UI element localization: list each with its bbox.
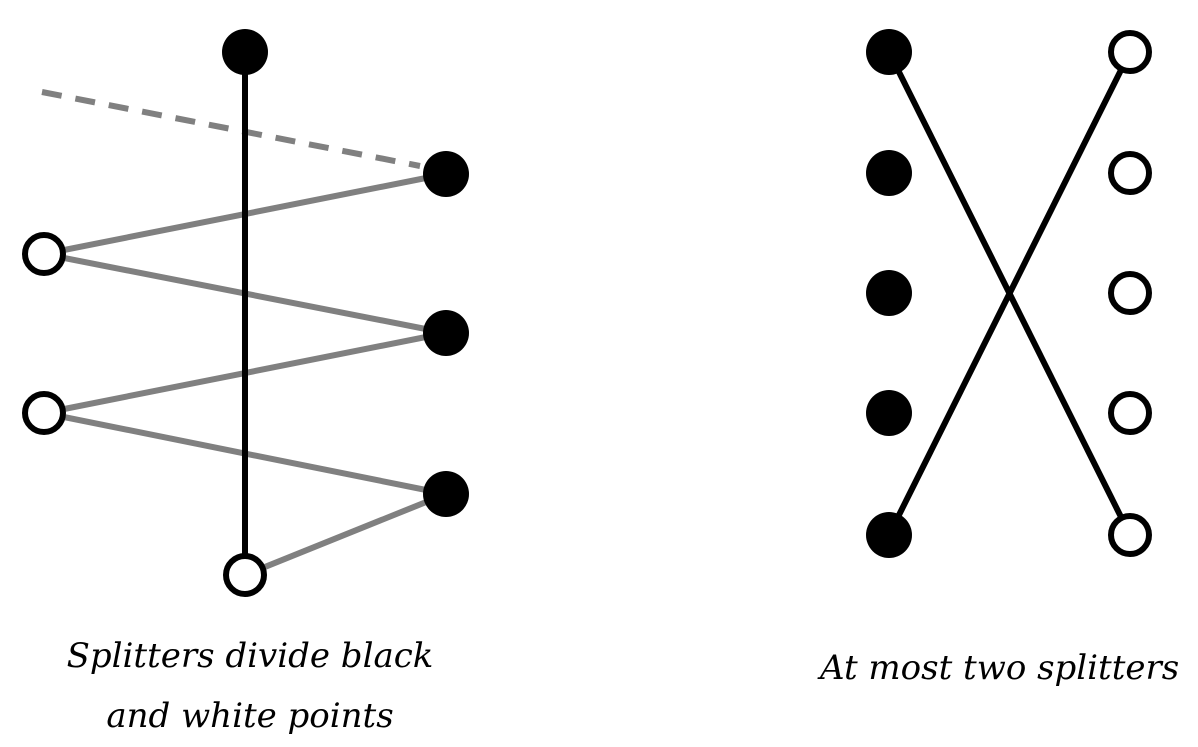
left-diagram — [22, 29, 469, 597]
white-point-left-2 — [22, 391, 66, 435]
white-point-column-3 — [1108, 271, 1152, 315]
black-point-top — [222, 29, 268, 75]
black-point-column-3 — [866, 270, 912, 316]
left-caption-line-2: and white points — [106, 696, 394, 736]
left-caption-line-1: Splitters divide black — [66, 636, 434, 676]
white-point-left-1 — [22, 232, 66, 276]
right-caption-line: At most two splitters — [820, 648, 1180, 688]
dashed-extension-line — [41, 89, 421, 169]
black-point-column-5 — [866, 512, 912, 558]
white-point-bottom — [223, 553, 267, 597]
right-caption: At most two splitters — [820, 638, 1180, 698]
right-diagram — [866, 29, 1152, 558]
black-point-right-3 — [423, 471, 469, 517]
black-point-column-2 — [866, 150, 912, 196]
white-point-column-1 — [1108, 30, 1152, 74]
white-point-column-4 — [1108, 391, 1152, 435]
left-caption: Splitters divide black and white points — [40, 626, 460, 746]
black-point-right-1 — [423, 151, 469, 197]
black-point-column-1 — [866, 29, 912, 75]
white-point-column-2 — [1108, 151, 1152, 195]
black-point-right-2 — [423, 310, 469, 356]
splitter-line-2 — [886, 50, 1133, 537]
black-point-column-4 — [866, 390, 912, 436]
white-point-column-5 — [1108, 513, 1152, 557]
